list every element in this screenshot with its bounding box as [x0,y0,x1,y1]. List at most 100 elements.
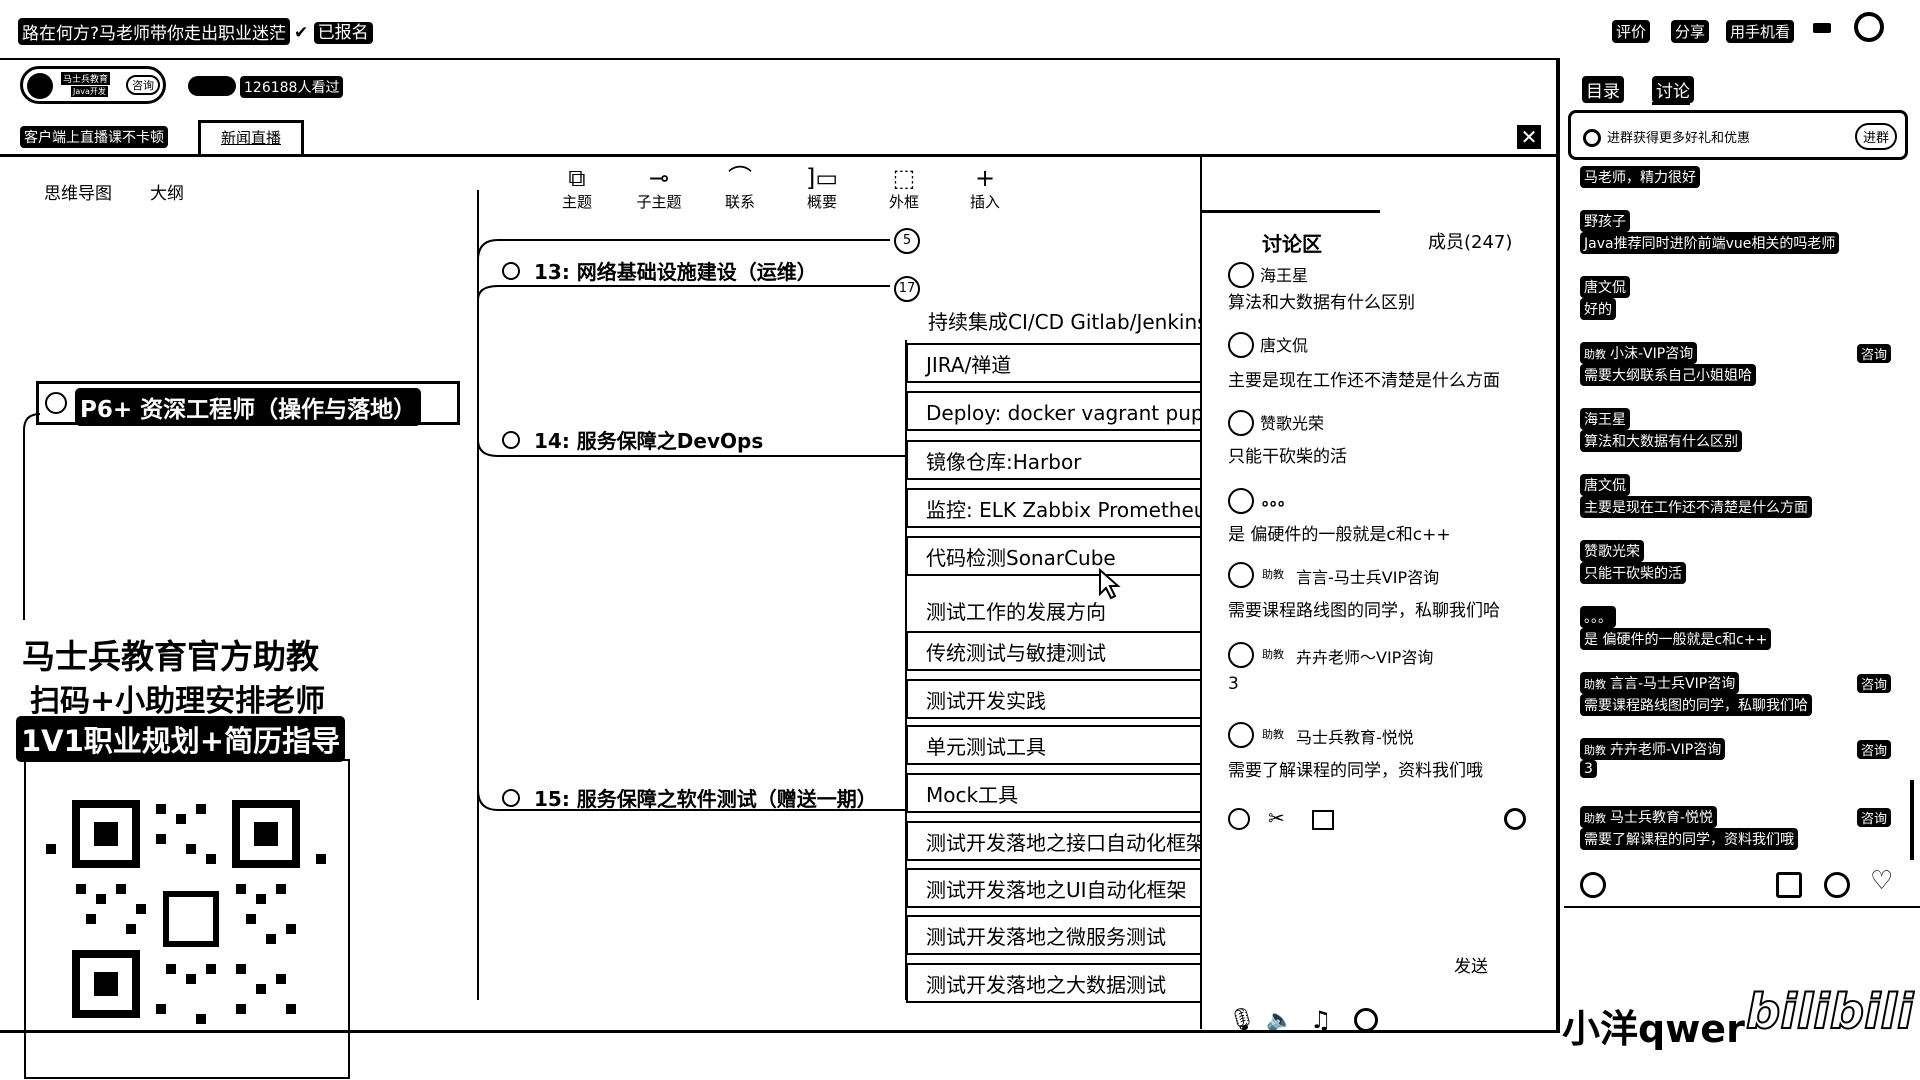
share-button[interactable]: 分享 [1671,20,1710,43]
discussion-header-line [1200,210,1380,213]
test-heading[interactable]: 测试工作的发展方向 [926,600,1106,624]
right-sidebar: 目录 讨论 进群获得更多好礼和优惠 进群 [1564,58,1920,1080]
mic-icon[interactable]: 🎙 [1228,1008,1256,1033]
toolbar-boundary-button[interactable]: ⬚外框 [869,165,939,212]
chat-message: 3 [1228,674,1239,694]
top-bar: 路在何方?马老师带你走出职业迷茫 ✔ 已报名 评价 分享 用手机看 [0,0,1920,58]
assistant-tag: 助教 [1262,728,1284,741]
chat-author: 马士兵教育-悦悦 [1296,728,1414,747]
branch-marker-icon [502,789,520,807]
root-node-label: P6+ 资深工程师（操作与落地） [75,388,422,426]
test-node[interactable]: 单元测试工具 [906,725,1206,765]
join-group-banner[interactable]: 进群获得更多好礼和优惠 进群 [1568,110,1908,160]
collapse-count-devops[interactable]: 17 [894,276,920,302]
test-node[interactable]: 测试开发实践 [906,679,1206,719]
record-icon[interactable] [1354,1008,1378,1032]
root-node[interactable]: P6+ 资深工程师（操作与落地） [36,381,460,426]
collapse-count-network[interactable]: 5 [894,228,920,254]
test-node[interactable]: 测试开发落地之微服务测试 [906,915,1206,955]
settings-icon[interactable] [1504,808,1526,830]
mouse-cursor-icon [1099,568,1121,600]
right-scrollbar[interactable] [1910,780,1914,860]
chat-message: 算法和大数据有什么区别 [1228,293,1415,313]
image-icon[interactable] [1312,810,1334,830]
consult-tag[interactable]: 咨询 [1857,344,1892,363]
avatar [1228,722,1254,748]
discussion-title: 讨论区 [1262,232,1322,256]
chat-message: 需要课程路线图的同学，私聊我们哈 [1228,601,1500,621]
devops-node[interactable]: 镜像仓库:Harbor [906,440,1206,480]
right-chat-author: 唐文侃 [1580,474,1630,496]
toolbar-topic-button[interactable]: ⧉主题 [542,165,612,212]
scissors-icon[interactable]: ✂ [1268,806,1285,830]
close-icon[interactable]: ✕ [1517,125,1541,149]
tab-discussion[interactable]: 讨论 [1652,76,1694,103]
insert-icon: + [974,164,996,192]
right-chat-author: 助教小沫-VIP咨询 [1580,342,1698,364]
discussion-members[interactable]: 成员(247) [1428,232,1513,253]
devops-node[interactable]: JIRA/禅道 [906,343,1206,383]
consult-tag[interactable]: 咨询 [1857,674,1892,693]
coin-icon[interactable] [1824,872,1850,898]
right-chat-message: 需要了解课程的同学，资料我们哦 [1580,828,1798,850]
active-tab[interactable]: 新闻直播 [198,120,304,154]
devops-node[interactable]: 监控: ELK Zabbix Prometheus [906,488,1206,528]
branch-network[interactable]: 13: 网络基础设施建设（运维） [502,256,817,285]
logo-text-2: Java开发 [71,86,108,97]
branch-testing[interactable]: 15: 服务保障之软件测试（赠送一期） [502,783,877,812]
test-node[interactable]: 测试开发落地之大数据测试 [906,963,1206,1003]
right-chat-message: 3 [1580,760,1597,778]
branch-devops[interactable]: 14: 服务保障之DevOps [502,425,763,454]
view-tab-mindmap[interactable]: 思维导图 [44,184,112,204]
branch-marker-icon [502,431,520,449]
promo-line-3: 1V1职业规划+简历指导 [16,716,346,762]
right-chat-author: 。。。 [1580,606,1616,628]
test-node[interactable]: 测试开发落地之接口自动化框架 [906,821,1206,861]
test-node[interactable]: 传统测试与敏捷测试 [906,631,1206,671]
promo-line-2: 扫码+小助理安排老师 [30,684,326,719]
consult-tag[interactable]: 咨询 [1857,808,1892,827]
send-button[interactable]: 发送 [1454,957,1488,977]
chat-author: 赞歌光荣 [1260,414,1325,433]
channel-logo[interactable]: 马士兵教育 Java开发 咨询 [20,66,166,104]
music-icon[interactable]: ♫ [1310,1006,1332,1034]
devops-heading[interactable]: 持续集成CI/CD Gitlab/Jenkins [928,310,1208,334]
devops-node[interactable]: Deploy: docker vagrant pupp [906,391,1206,431]
volume-icon[interactable]: 🔈 [1266,1008,1294,1033]
chat-message: 是 偏硬件的一般就是c和c++ [1228,525,1451,545]
consult-tag[interactable]: 咨询 [1857,740,1892,759]
channel-divider [0,154,1560,157]
chat-message: 需要了解课程的同学，资料我们哦 [1228,761,1483,781]
channel-bar: 马士兵教育 Java开发 咨询 126188人看过 客户端上直播课不卡顿 新闻直… [0,58,1560,160]
bottom-border [0,1030,1560,1033]
consult-button[interactable]: 咨询 [126,75,160,95]
right-chat-author: 赞歌光荣 [1580,540,1644,562]
more-icon[interactable] [1813,23,1831,33]
right-chat-message: 需要大纲联系自己小姐姐哈 [1580,364,1756,386]
avatar [1228,332,1254,358]
right-sidebar-divider [1564,906,1920,908]
gift-icon[interactable] [1776,872,1802,898]
mindmap-canvas[interactable]: 思维导图 大纲 [4,157,1560,1029]
like-icon[interactable]: ♡ [1870,866,1894,896]
join-button[interactable]: 进群 [1855,123,1898,150]
test-node[interactable]: 测试开发落地之UI自动化框架 [906,868,1206,908]
user-avatar-icon[interactable] [1854,12,1884,42]
tab-catalog[interactable]: 目录 [1582,76,1624,103]
toolbar-relation-button[interactable]: ⌒联系 [705,165,775,212]
toolbar-subtopic-button[interactable]: ⊸子主题 [624,165,694,212]
chat-author: 卉卉老师～VIP咨询 [1296,648,1434,667]
client-notice[interactable]: 客户端上直播课不卡顿 [20,126,168,148]
rate-button[interactable]: 评价 [1612,20,1651,43]
test-node[interactable]: Mock工具 [906,773,1206,813]
logo-avatar-icon [27,73,53,99]
mobile-watch-button[interactable]: 用手机看 [1726,20,1795,43]
toolbar-summary-button[interactable]: ]▭概要 [787,165,857,212]
branch-marker-icon [502,262,520,280]
emoji-icon[interactable] [1228,808,1250,830]
right-chat-message: 算法和大数据有什么区别 [1580,430,1742,452]
group-link-icon[interactable] [1580,872,1606,898]
toolbar-insert-button[interactable]: +插入 [950,165,1020,212]
view-tab-outline[interactable]: 大纲 [150,184,184,204]
devops-node[interactable]: 代码检测SonarCube [906,536,1206,576]
